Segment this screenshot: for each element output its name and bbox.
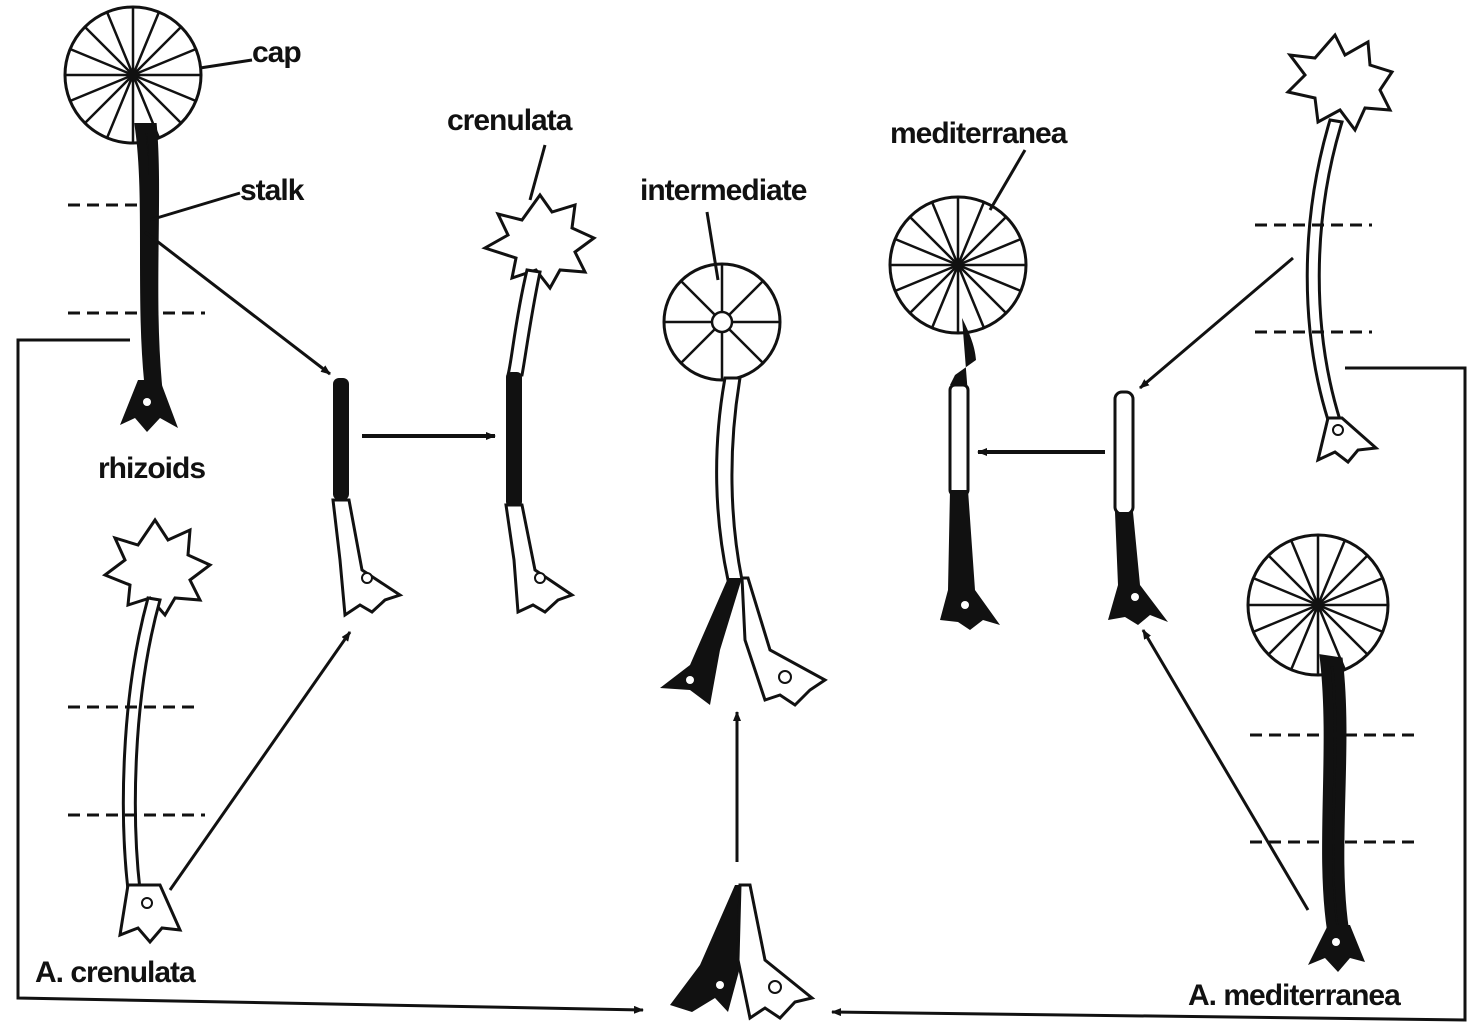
plant-mediterranea-right	[1248, 535, 1418, 972]
graft-piece-right	[1108, 392, 1168, 625]
plant-intermediate	[660, 264, 825, 705]
round-cap-icon	[890, 197, 1026, 333]
stalk-label: stalk	[240, 174, 305, 207]
mediterranea-label: mediterranea	[890, 117, 1068, 150]
arrow-stalk-to-graft	[145, 232, 330, 374]
arrow-crenulata-right-to-graft	[1140, 258, 1293, 388]
arrow-mediterranea-right-to-graft	[1143, 630, 1308, 910]
light-rhizoid	[120, 885, 180, 942]
rhizoids-label: rhizoids	[98, 452, 205, 485]
plant-mediterranea-regenerated	[890, 197, 1026, 630]
graft-rhizoid-pair	[670, 885, 812, 1018]
round-cap-icon	[664, 264, 780, 380]
plant-crenulata-regenerated	[485, 195, 594, 612]
intermediate-label: intermediate	[640, 174, 807, 207]
arrow-crenulata-to-graft	[170, 632, 350, 890]
plant-crenulata-left	[68, 520, 210, 942]
round-cap-icon	[1248, 535, 1388, 675]
crenulata-label: crenulata	[447, 104, 573, 137]
plant-crenulata-right	[1255, 35, 1392, 462]
dark-stalk	[140, 128, 158, 395]
arrow-left-loop	[18, 340, 643, 1010]
a-mediterranea-label: A. mediterranea	[1188, 979, 1401, 1012]
dark-rhizoid	[120, 380, 178, 432]
light-stalk	[123, 598, 160, 890]
plant-mediterranea-left	[65, 7, 205, 432]
graft-piece-left	[333, 378, 400, 615]
cap-label: cap	[252, 36, 301, 69]
a-crenulata-label: A. crenulata	[35, 956, 196, 989]
star-cap-icon	[1288, 35, 1392, 130]
arrow-right-loop	[832, 368, 1465, 1020]
round-cap-icon	[65, 7, 201, 143]
